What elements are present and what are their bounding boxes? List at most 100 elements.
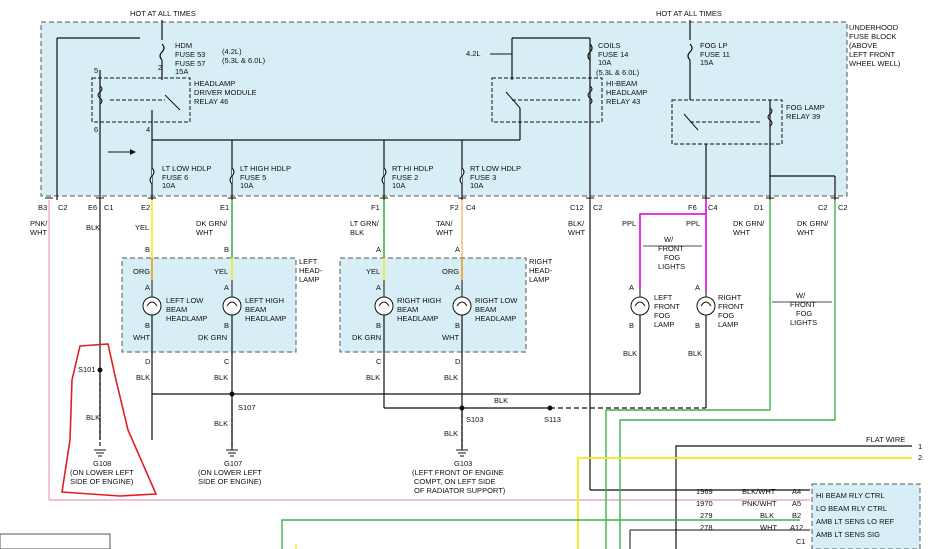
wire-dk-grn-wht: WHT <box>196 228 213 237</box>
flat-wire-label: FLAT WIRE <box>866 435 905 444</box>
left-low-beam-bulb <box>142 296 162 316</box>
left-low-label: BEAM <box>166 305 187 314</box>
wire-blk: BLK <box>86 223 100 232</box>
underhood-label-5: WHEEL WELL) <box>849 59 901 68</box>
left-fog-label: LEFT <box>654 293 673 302</box>
pin-letter: A <box>455 283 460 292</box>
bcm-row-circuit: 278 <box>700 523 713 532</box>
left-high-label: HEADLAMP <box>245 314 286 323</box>
wire-pnk-wht: WHT <box>30 228 47 237</box>
bcm-row-color: WHT <box>760 523 777 532</box>
right-headlamp-label: RIGHT <box>529 257 553 266</box>
connector-label: C4 <box>708 203 718 212</box>
wire-dk-grn: DK GRN <box>198 333 227 342</box>
bcm-row-color: PNK/WHT <box>742 499 777 508</box>
right-fog-label: RIGHT <box>718 293 742 302</box>
bcm-row-func: LO BEAM RLY CTRL <box>816 504 887 513</box>
coils-fuse-name: COILS <box>598 41 621 50</box>
right-headlamp-label: LAMP <box>529 275 549 284</box>
pin-letter: A <box>376 245 381 254</box>
fuse-lt-low-rating: 10A <box>162 181 175 190</box>
left-fog-label: LAMP <box>654 320 674 329</box>
left-high-label: LEFT HIGH <box>245 296 284 305</box>
wire-dk-grn-wht-2: DK GRN/ <box>733 219 765 228</box>
hdm-fuse-name: HDM <box>175 41 192 50</box>
ground-g103: G103 <box>454 459 472 468</box>
connector-label: C4 <box>466 203 476 212</box>
pin-letter: B <box>145 321 150 330</box>
splice-s113: S113 <box>544 415 561 424</box>
left-low-label: HEADLAMP <box>166 314 207 323</box>
bcm-row-func: AMB LT SENS SIG <box>816 530 880 539</box>
hdm-fuse-57: FUSE 57 <box>175 59 205 68</box>
ground-g108: G108 <box>93 459 111 468</box>
fuse-rt-low-rating: 10A <box>470 181 483 190</box>
wire-blk-low-right: BLK <box>366 373 380 382</box>
connector-label: F6 <box>688 203 697 212</box>
bcm-row-circuit: 1969 <box>696 487 713 496</box>
bcm-row-pin: A5 <box>792 499 801 508</box>
wire-wht: WHT <box>133 333 150 342</box>
right-low-label: BEAM <box>475 305 496 314</box>
fog-fuse-number: FUSE 11 <box>700 50 730 59</box>
splice-s101: S101 <box>78 365 96 374</box>
wire-blk-g103: BLK <box>444 429 458 438</box>
w-front-fog-label: FRONT <box>658 244 684 253</box>
coils-eng-2: (5.3L & 6.0L) <box>596 68 640 77</box>
underhood-fuse-block <box>40 21 848 197</box>
pin-letter: A <box>224 283 229 292</box>
underhood-label-2: FUSE BLOCK <box>849 32 897 41</box>
wire-blk-fog-left: BLK <box>623 349 637 358</box>
wire-blk-wht: BLK/ <box>568 219 585 228</box>
coils-fuse-rating: 10A <box>598 58 611 67</box>
hdm-fuse-53: FUSE 53 <box>175 50 205 59</box>
pin-letter: C <box>376 357 382 366</box>
connector-label: C2 <box>593 203 603 212</box>
underhood-label-3: (ABOVE <box>849 41 877 50</box>
fog-relay-label-1: FOG LAMP <box>786 103 825 112</box>
pin-letter: B <box>224 321 229 330</box>
pin-6: 6 <box>94 125 98 134</box>
wire-dk-grn-wht-2: WHT <box>733 228 750 237</box>
left-headlamp-label: LEFT <box>299 257 318 266</box>
connector-label: E1 <box>220 203 229 212</box>
right-fog-label: FRONT <box>718 302 744 311</box>
connector-label: C2 <box>818 203 828 212</box>
bcm-row-func: AMB LT SENS LO REF <box>816 517 894 526</box>
right-high-beam-bulb <box>374 296 394 316</box>
pin-letter: B <box>145 245 150 254</box>
ground-g103: OF RADIATOR SUPPORT) <box>414 486 506 495</box>
connector-label: E2 <box>141 203 150 212</box>
fuse-rt-hi-rating: 10A <box>392 181 405 190</box>
left-low-label: LEFT LOW <box>166 296 204 305</box>
w-front-fog-label-2: W/ <box>796 291 806 300</box>
wire-blk-bus: BLK <box>494 396 508 405</box>
hot-at-all-times-left: HOT AT ALL TIMES <box>130 9 196 18</box>
connector-label: E6 <box>88 203 97 212</box>
wire-blk-low-right-2: BLK <box>444 373 458 382</box>
hdm-relay-label-3: RELAY 46 <box>194 97 228 106</box>
underhood-label-1: UNDERHOOD <box>849 23 899 32</box>
right-fog-label: LAMP <box>718 320 738 329</box>
pin-letter: B <box>695 321 700 330</box>
wire-dk-grn-wht-3: DK GRN/ <box>797 219 829 228</box>
ground-g108: SIDE OF ENGINE) <box>70 477 134 486</box>
ground-g107: G107 <box>224 459 242 468</box>
hdm-eng-2: (5.3L & 6.0L) <box>222 56 266 65</box>
hdm-fuse-rating: 15A <box>175 67 188 76</box>
wire-lt-grn-blk: BLK <box>350 228 364 237</box>
hi-beam-headlamp-relay <box>491 77 603 123</box>
bcm-row-pin: A12 <box>790 523 803 532</box>
pin-letter: A <box>455 245 460 254</box>
hot-at-all-times-right: HOT AT ALL TIMES <box>656 9 722 18</box>
connector-label: C1 <box>104 203 114 212</box>
pin-letter: B <box>629 321 634 330</box>
pin-5: 5 <box>94 66 98 75</box>
bcm-connector-c1: C1 <box>796 537 806 546</box>
pin-4: 4 <box>146 125 150 134</box>
fuse-lt-high-number: FUSE 5 <box>240 173 266 182</box>
ground-g108: (ON LOWER LEFT <box>70 468 134 477</box>
fuse-row <box>149 140 465 200</box>
flat-wire-num-1: 1 <box>918 442 922 451</box>
